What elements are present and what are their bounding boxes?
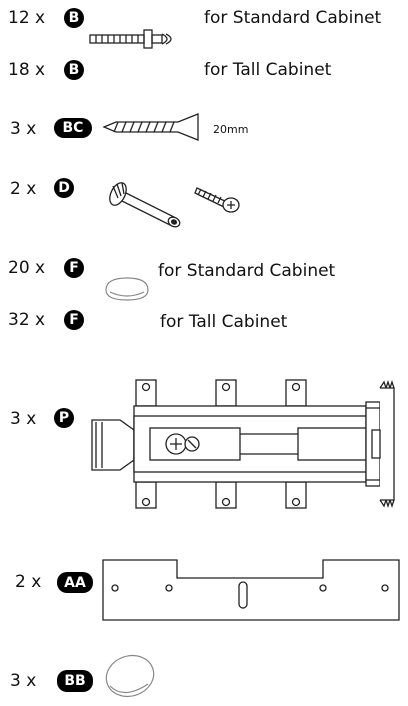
qty-f-tall: 32 x — [8, 310, 46, 330]
cap-icon — [105, 277, 149, 301]
qty-bb: 3 x — [10, 671, 37, 691]
part-badge-d: D — [54, 178, 74, 198]
part-badge-bb: BB — [57, 670, 93, 692]
qty-f-standard: 20 x — [8, 258, 46, 278]
screw-icon — [102, 113, 199, 141]
part-badge-b: B — [64, 8, 84, 28]
desc-b-tall: for Tall Cabinet — [204, 60, 332, 80]
part-badge-b-tall: B — [64, 60, 84, 80]
part-badge-f: F — [64, 258, 84, 278]
part-badge-p: P — [54, 408, 74, 428]
part-badge-f-tall: F — [64, 310, 84, 330]
qty-p: 3 x — [10, 409, 37, 429]
desc-f-tall: for Tall Cabinet — [160, 312, 288, 332]
bracket-icon — [91, 379, 395, 509]
part-badge-bc: BC — [54, 118, 92, 138]
desc-f-standard: for Standard Cabinet — [158, 261, 336, 281]
qty-bc: 3 x — [10, 119, 37, 139]
cam-bolt-icon — [109, 182, 181, 228]
qty-d: 2 x — [10, 179, 37, 199]
qty-b-tall: 18 x — [8, 60, 46, 80]
screw-length: 20mm — [213, 123, 249, 136]
qty-b-standard: 12 x — [8, 8, 46, 28]
cap-icon — [105, 654, 155, 698]
screw-icon — [194, 187, 240, 213]
desc-b-standard: for Standard Cabinet — [204, 8, 382, 28]
shelf-pin-icon — [89, 29, 172, 49]
part-badge-aa: AA — [57, 572, 93, 593]
qty-aa: 2 x — [15, 572, 42, 592]
plate-icon — [102, 559, 400, 621]
